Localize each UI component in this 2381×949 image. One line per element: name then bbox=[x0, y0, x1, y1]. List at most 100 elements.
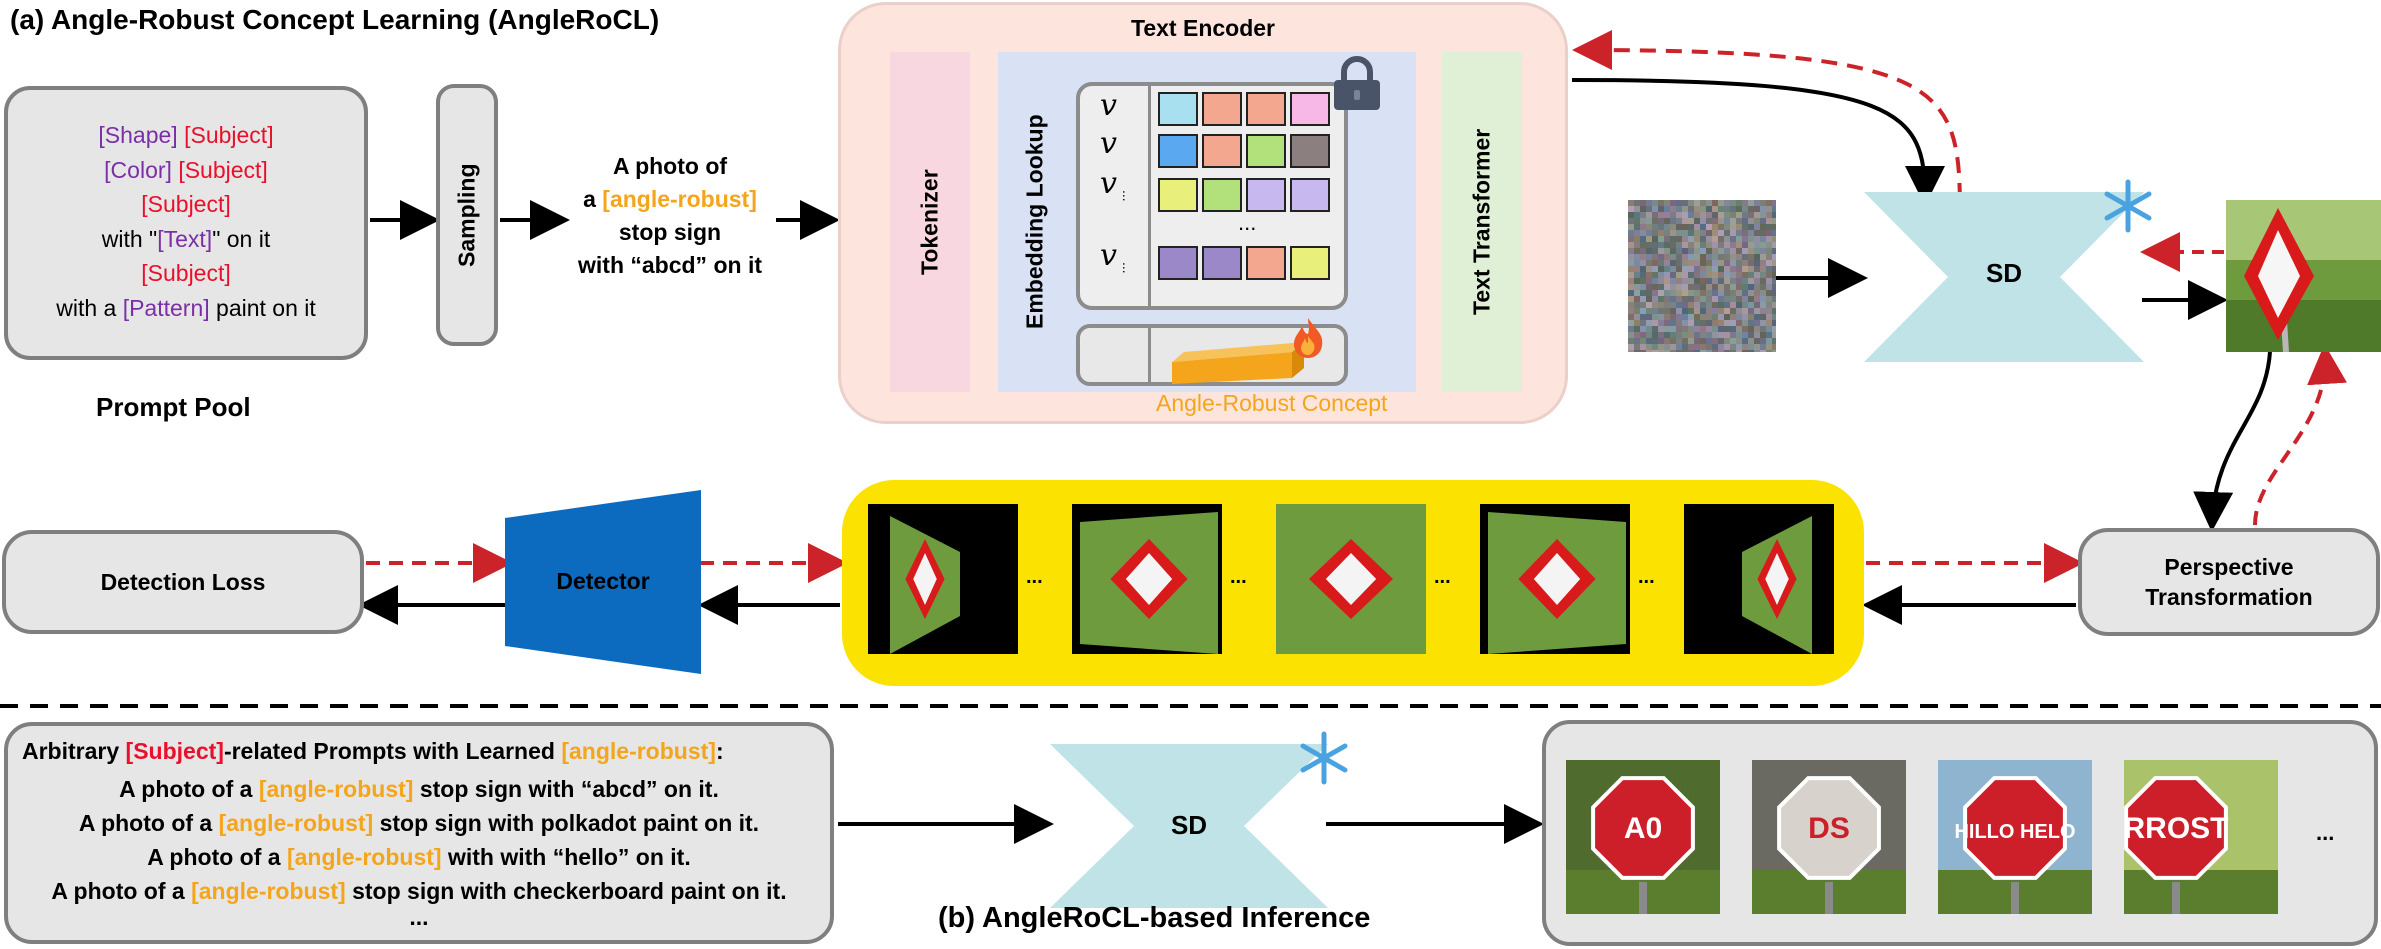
inference-heading-subject: [Subject] bbox=[125, 738, 224, 764]
noise-pixel bbox=[1640, 260, 1646, 266]
v-token-symbol: v bbox=[1100, 166, 1117, 201]
noise-pixel bbox=[1736, 230, 1742, 236]
noise-pixel bbox=[1748, 314, 1754, 320]
noise-pixel bbox=[1628, 272, 1634, 278]
noise-pixel bbox=[1658, 278, 1664, 284]
noise-pixel bbox=[1718, 338, 1724, 344]
tokenizer-label: Tokenizer bbox=[916, 169, 943, 275]
noise-pixel bbox=[1670, 320, 1676, 326]
noise-pixel bbox=[1676, 350, 1682, 356]
noise-pixel bbox=[1760, 272, 1766, 278]
noise-pixel bbox=[1634, 290, 1640, 296]
embedding-table-divider bbox=[1148, 86, 1151, 306]
inference-prompt-list: A photo of a [angle-robust] stop sign wi… bbox=[8, 772, 830, 929]
noise-pixel bbox=[1742, 248, 1748, 254]
noise-pixel bbox=[1718, 320, 1724, 326]
noise-pixel bbox=[1700, 332, 1706, 338]
sample-prompt: A photo of a [angle-robust] stop sign wi… bbox=[560, 150, 780, 282]
noise-pixel bbox=[1724, 320, 1730, 326]
noise-pixel bbox=[1730, 236, 1736, 242]
noise-pixel bbox=[1766, 344, 1772, 350]
noise-pixel bbox=[1640, 332, 1646, 338]
noise-pixel bbox=[1640, 248, 1646, 254]
noise-pixel bbox=[1706, 248, 1712, 254]
noise-pixel bbox=[1754, 308, 1760, 314]
noise-pixel bbox=[1760, 206, 1766, 212]
embedding-cell bbox=[1290, 134, 1330, 168]
noise-pixel bbox=[1676, 200, 1682, 206]
inference-heading-pre: Arbitrary bbox=[22, 738, 126, 764]
noise-pixel bbox=[1772, 320, 1778, 326]
noise-pixel bbox=[1772, 242, 1778, 248]
noise-pixel bbox=[1688, 290, 1694, 296]
noise-pixel bbox=[1742, 260, 1748, 266]
noise-pixel bbox=[1628, 332, 1634, 338]
noise-pixel bbox=[1694, 206, 1700, 212]
noise-pixel bbox=[1688, 272, 1694, 278]
noise-pixel bbox=[1628, 344, 1634, 350]
noise-pixel bbox=[1658, 272, 1664, 278]
noise-pixel bbox=[1760, 254, 1766, 260]
noise-pixel bbox=[1736, 224, 1742, 230]
noise-pixel bbox=[1766, 230, 1772, 236]
ellipsis: ... bbox=[1638, 566, 1655, 588]
noise-pixel bbox=[1730, 350, 1736, 356]
inference-prompt-pre: A photo of a bbox=[51, 878, 192, 904]
noise-pixel bbox=[1736, 296, 1742, 302]
noise-pixel bbox=[1640, 266, 1646, 272]
embedding-grid: ... bbox=[1158, 86, 1348, 306]
noise-pixel bbox=[1628, 224, 1634, 230]
noise-pixel bbox=[1646, 314, 1652, 320]
noise-pixel bbox=[1718, 326, 1724, 332]
embedding-cell bbox=[1158, 92, 1198, 126]
noise-pixel bbox=[1676, 218, 1682, 224]
noise-pixel bbox=[1670, 212, 1676, 218]
noise-pixel bbox=[1694, 212, 1700, 218]
noise-pixel bbox=[1670, 272, 1676, 278]
noise-pixel bbox=[1766, 278, 1772, 284]
noise-pixel bbox=[1700, 206, 1706, 212]
noise-pixel bbox=[1742, 344, 1748, 350]
noise-pixel bbox=[1766, 296, 1772, 302]
inference-prompt-token: [angle-robust] bbox=[258, 776, 414, 802]
noise-pixel bbox=[1640, 302, 1646, 308]
noise-pixel bbox=[1676, 236, 1682, 242]
noise-pixel bbox=[1760, 266, 1766, 272]
noise-pixel bbox=[1760, 332, 1766, 338]
noise-pixel bbox=[1664, 290, 1670, 296]
noise-pixel bbox=[1724, 236, 1730, 242]
prompt-pool-segment: [Subject] bbox=[141, 260, 231, 286]
noise-pixel bbox=[1712, 272, 1718, 278]
noise-pixel bbox=[1748, 344, 1754, 350]
noise-pixel bbox=[1748, 320, 1754, 326]
embedding-cell bbox=[1158, 134, 1198, 168]
noise-pixel bbox=[1742, 320, 1748, 326]
noise-pixel bbox=[1682, 290, 1688, 296]
ellipsis: ... bbox=[1230, 566, 1247, 588]
noise-pixel bbox=[1628, 254, 1634, 260]
prompt-pool-segment: with a bbox=[56, 294, 123, 321]
noise-pixel bbox=[1712, 314, 1718, 320]
noise-pixel bbox=[1688, 296, 1694, 302]
prompt-pool-segment: [Color] bbox=[104, 156, 172, 183]
text-transformer-box: Text Transformer bbox=[1442, 52, 1522, 392]
noise-pixel bbox=[1766, 302, 1772, 308]
noise-pixel bbox=[1682, 350, 1688, 356]
noise-pixel bbox=[1640, 230, 1646, 236]
noise-pixel bbox=[1730, 272, 1736, 278]
noise-pixel bbox=[1724, 260, 1730, 266]
noise-pixel bbox=[1730, 278, 1736, 284]
noise-pixel bbox=[1634, 248, 1640, 254]
noise-pixel bbox=[1736, 278, 1742, 284]
noise-pixel bbox=[1628, 218, 1634, 224]
noise-pixel bbox=[1724, 278, 1730, 284]
noise-pixel bbox=[1700, 248, 1706, 254]
noise-pixel bbox=[1634, 242, 1640, 248]
noise-pixel bbox=[1640, 350, 1646, 356]
noise-pixel bbox=[1634, 284, 1640, 290]
v-dots: ... bbox=[1120, 190, 1136, 202]
noise-pixel bbox=[1748, 260, 1754, 266]
sample-prompt-token: [angle-robust] bbox=[602, 186, 757, 212]
noise-pixel bbox=[1664, 344, 1670, 350]
noise-pixel bbox=[1664, 278, 1670, 284]
